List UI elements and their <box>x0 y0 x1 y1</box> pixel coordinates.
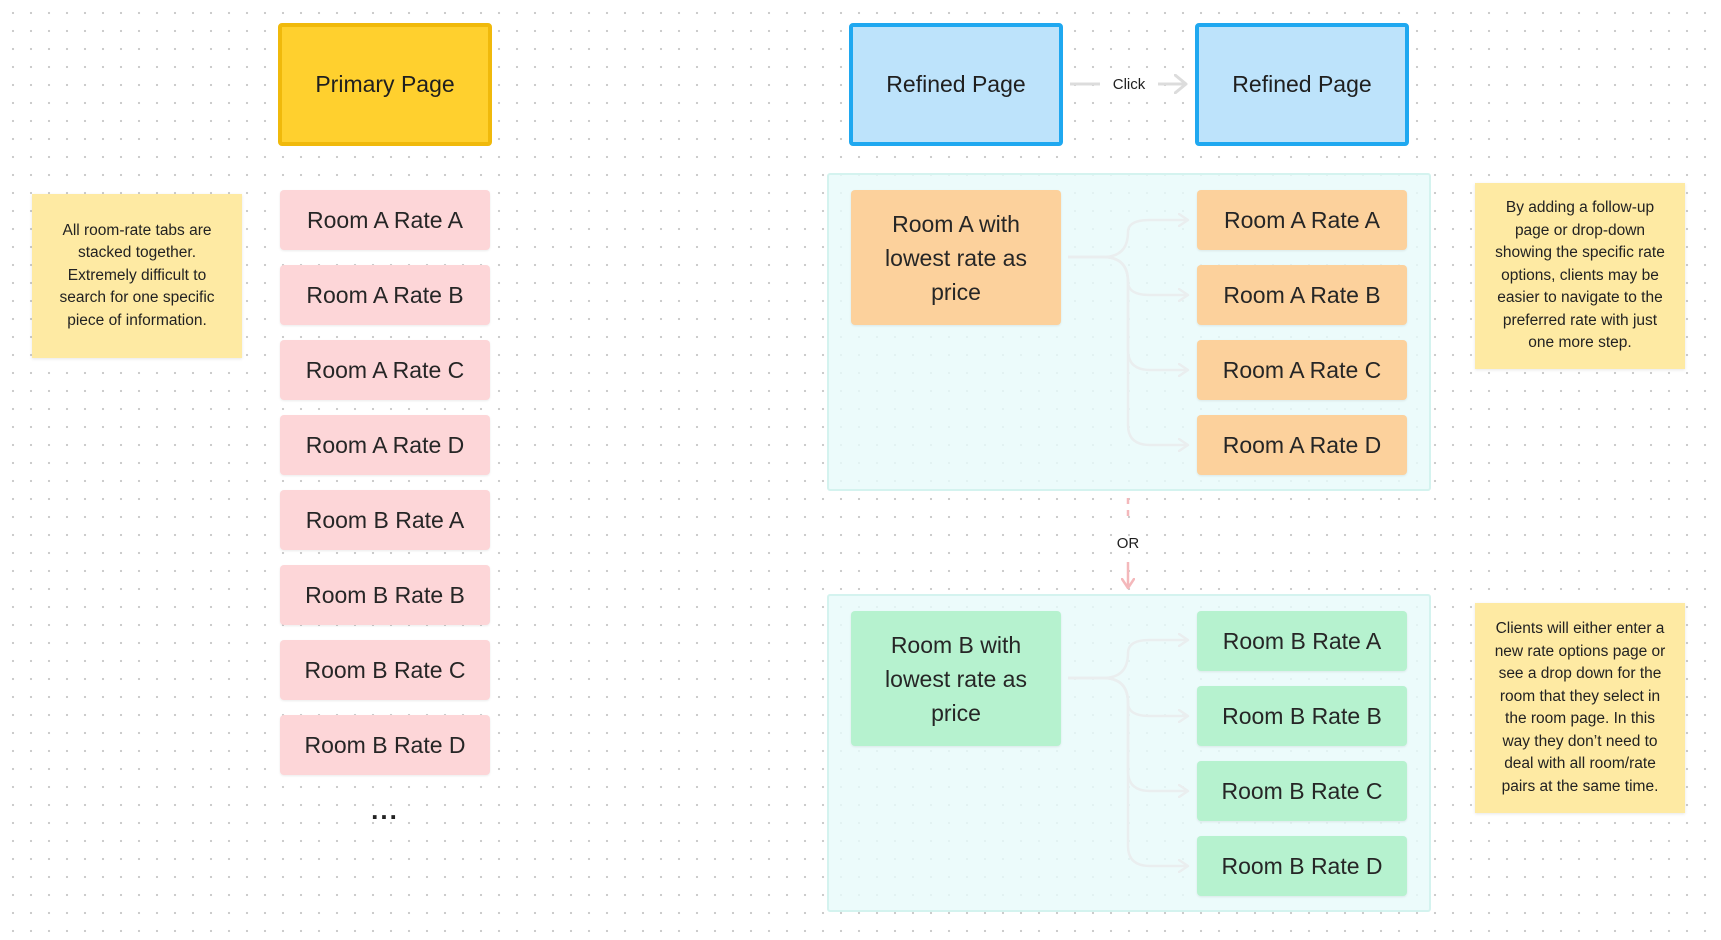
room-a-parent-label: Room A with lowest rate as price <box>885 210 1027 305</box>
primary-page-header: Primary Page <box>278 23 492 146</box>
rate-label: Room A Rate B <box>1223 281 1381 308</box>
primary-page-title: Primary Page <box>315 71 455 97</box>
rate-label: Room A Rate D <box>1222 431 1382 458</box>
rate-label: Room A Rate A <box>307 206 463 233</box>
refined-page-header-1: Refined Page <box>849 23 1063 146</box>
rate-label: Room A Rate C <box>305 356 465 383</box>
right-sticky-note-top: By adding a follow-up page or drop-down … <box>1475 183 1685 369</box>
rate-label: Room B Rate D <box>304 731 466 758</box>
rate-label: Room B Rate A <box>305 506 465 533</box>
ellipsis-text: ... <box>371 794 399 825</box>
room-b-rate-box: Room B Rate D <box>1197 836 1407 896</box>
rate-label: Room B Rate C <box>304 656 466 683</box>
rate-label: Room A Rate B <box>306 281 464 308</box>
room-a-rate-box: Room A Rate B <box>1197 265 1407 325</box>
rate-label: Room B Rate C <box>1221 777 1383 804</box>
right-note-bottom-text: Clients will either enter a new rate opt… <box>1494 620 1666 795</box>
rate-label: Room B Rate B <box>1222 702 1382 729</box>
click-label-text: Click <box>1112 75 1146 93</box>
refined-page-title: Refined Page <box>1232 71 1372 97</box>
primary-rate-box: Room A Rate A <box>280 190 490 250</box>
primary-rate-box: Room A Rate C <box>280 340 490 400</box>
rate-label: Room B Rate B <box>305 581 465 608</box>
refined-page-title: Refined Page <box>886 71 1026 97</box>
right-note-top-text: By adding a follow-up page or drop-down … <box>1495 199 1665 352</box>
room-a-rate-box: Room A Rate C <box>1197 340 1407 400</box>
room-b-rate-box: Room B Rate B <box>1197 686 1407 746</box>
more-ellipsis: ... <box>355 795 415 825</box>
rate-label: Room B Rate A <box>1222 627 1382 654</box>
primary-rate-box: Room B Rate A <box>280 490 490 550</box>
click-label: Click <box>1100 72 1158 96</box>
left-sticky-note: All room-rate tabs are stacked together.… <box>32 194 242 358</box>
primary-rate-box: Room B Rate C <box>280 640 490 700</box>
primary-rate-box: Room B Rate B <box>280 565 490 625</box>
room-a-parent-box: Room A with lowest rate as price <box>851 190 1061 325</box>
or-label: OR <box>1108 530 1148 556</box>
primary-rate-box: Room A Rate B <box>280 265 490 325</box>
primary-rate-box: Room B Rate D <box>280 715 490 775</box>
right-sticky-note-bottom: Clients will either enter a new rate opt… <box>1475 603 1685 813</box>
room-b-parent-box: Room B with lowest rate as price <box>851 611 1061 746</box>
primary-rate-box: Room A Rate D <box>280 415 490 475</box>
rate-label: Room A Rate D <box>305 431 465 458</box>
room-a-rate-box: Room A Rate D <box>1197 415 1407 475</box>
or-label-text: OR <box>1116 534 1140 552</box>
room-b-rate-box: Room B Rate A <box>1197 611 1407 671</box>
room-b-parent-label: Room B with lowest rate as price <box>885 631 1027 726</box>
rate-label: Room A Rate C <box>1222 356 1382 383</box>
rate-label: Room B Rate D <box>1221 852 1383 879</box>
refined-page-header-2: Refined Page <box>1195 23 1409 146</box>
rate-label: Room A Rate A <box>1224 206 1380 233</box>
room-a-rate-box: Room A Rate A <box>1197 190 1407 250</box>
left-note-text: All room-rate tabs are stacked together.… <box>59 221 215 329</box>
room-b-rate-box: Room B Rate C <box>1197 761 1407 821</box>
